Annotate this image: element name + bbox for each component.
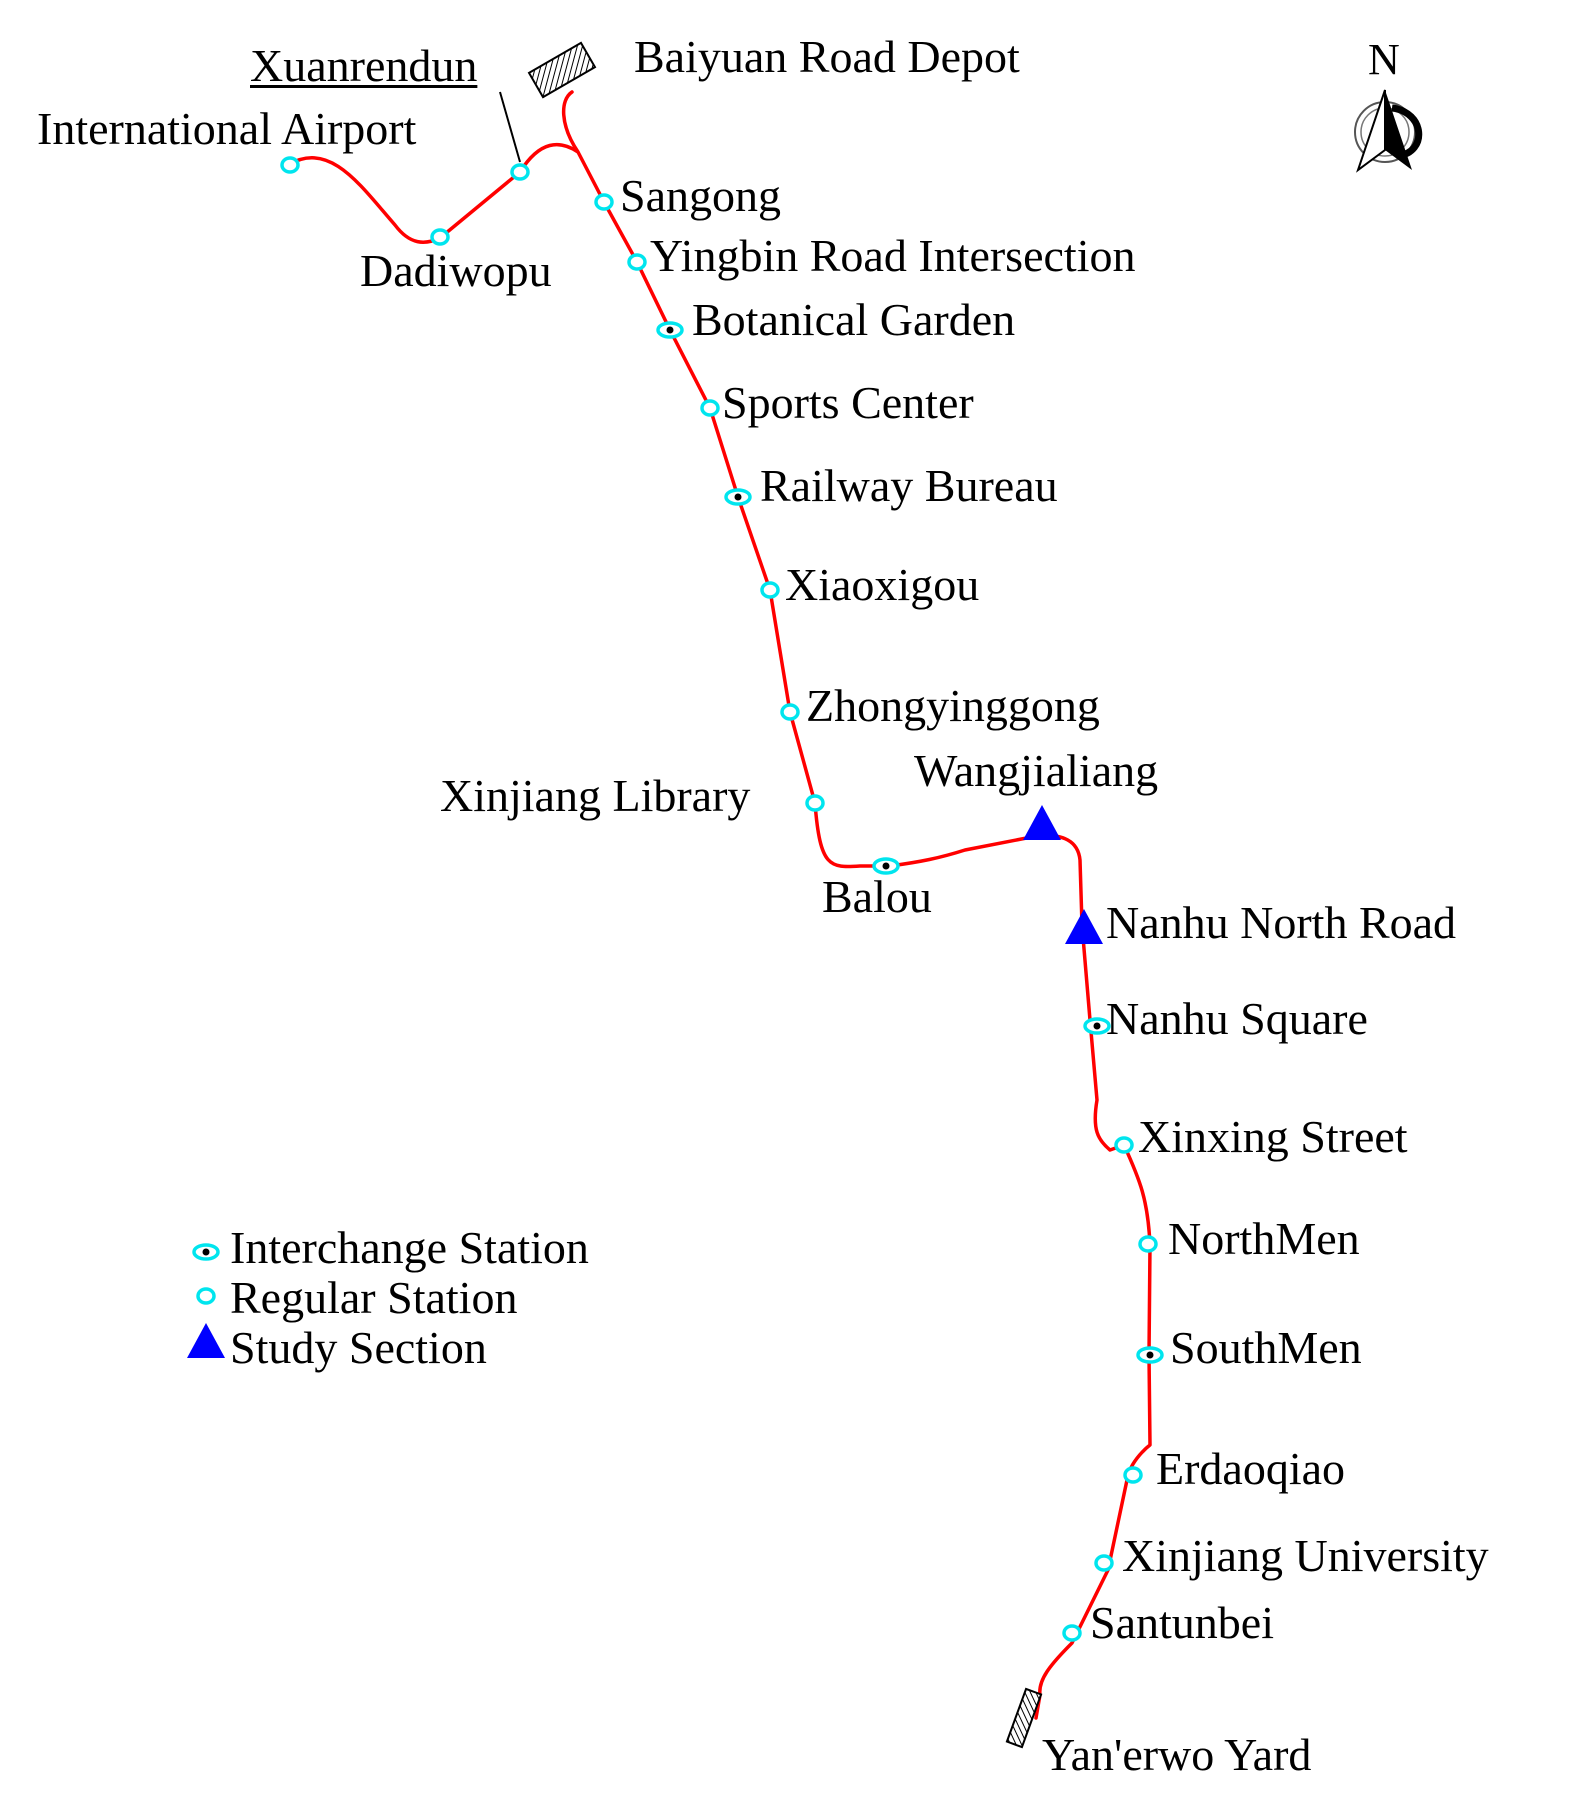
depot-label-yanerwo: Yan'erwo Yard bbox=[1042, 1729, 1312, 1780]
station-marker-xuanrendun bbox=[510, 163, 530, 181]
station-label-wangjialiang: Wangjialiang bbox=[914, 745, 1159, 796]
station-marker-xiaoxigou bbox=[760, 581, 780, 599]
station-label-zhongyinggong: Zhongyinggong bbox=[806, 680, 1100, 731]
legend-label-regular: Regular Station bbox=[230, 1272, 518, 1323]
depot-hatched-icon bbox=[527, 41, 597, 99]
station-marker-international-airport bbox=[280, 156, 300, 174]
xuanrendun-leader-line bbox=[499, 91, 521, 163]
station-marker-botanical-garden-dot bbox=[666, 326, 674, 334]
station-markers bbox=[280, 156, 1164, 1642]
station-label-nanhu-north-road: Nanhu North Road bbox=[1106, 897, 1457, 948]
station-marker-zhongyinggong bbox=[780, 703, 800, 721]
station-label-xiaoxigou: Xiaoxigou bbox=[785, 559, 980, 610]
legend-marker-study bbox=[187, 1323, 225, 1358]
legend-marker-interchange-dot bbox=[202, 1248, 210, 1256]
station-label-sangong: Sangong bbox=[620, 170, 781, 221]
station-marker-nanhu-north-road bbox=[1065, 909, 1103, 944]
station-marker-southmen-dot bbox=[1146, 1351, 1154, 1359]
station-label-yingbin-road-intersection: Yingbin Road Intersection bbox=[650, 230, 1136, 281]
depot-hatched-icon bbox=[1005, 1687, 1043, 1749]
station-label-nanhu-square: Nanhu Square bbox=[1106, 993, 1368, 1044]
station-marker-xinjiang-university bbox=[1094, 1554, 1114, 1572]
station-label-international-airport: International Airport bbox=[37, 103, 417, 154]
station-label-balou: Balou bbox=[822, 871, 932, 922]
station-label-dadiwopu: Dadiwopu bbox=[360, 245, 552, 296]
station-marker-northmen bbox=[1138, 1235, 1158, 1253]
depot-label-baiyuan: Baiyuan Road Depot bbox=[634, 31, 1020, 82]
station-label-sports-center: Sports Center bbox=[722, 377, 974, 428]
station-marker-sports-center bbox=[700, 399, 720, 417]
north-arrow-icon bbox=[1354, 89, 1423, 173]
station-marker-yingbin-road-intersection bbox=[627, 253, 647, 271]
north-needle-light bbox=[1356, 89, 1386, 173]
station-label-northmen: NorthMen bbox=[1168, 1213, 1360, 1264]
station-label-botanical-garden: Botanical Garden bbox=[692, 294, 1016, 345]
station-label-xinxing-street: Xinxing Street bbox=[1138, 1111, 1408, 1162]
station-marker-nanhu-square-dot bbox=[1093, 1022, 1101, 1030]
station-label-xinjiang-university: Xinjiang University bbox=[1122, 1530, 1489, 1581]
depot-markers bbox=[527, 41, 1043, 1749]
station-marker-santunbei bbox=[1062, 1624, 1082, 1642]
legend-markers bbox=[187, 1243, 225, 1358]
station-label-santunbei: Santunbei bbox=[1090, 1597, 1274, 1648]
station-marker-xinjiang-library bbox=[805, 794, 825, 812]
station-marker-balou-dot bbox=[882, 862, 890, 870]
station-marker-sangong bbox=[594, 193, 614, 211]
station-label-southmen: SouthMen bbox=[1170, 1322, 1362, 1373]
station-marker-erdaoqiao bbox=[1123, 1466, 1143, 1484]
station-label-erdaoqiao: Erdaoqiao bbox=[1156, 1443, 1346, 1494]
station-marker-wangjialiang bbox=[1023, 805, 1061, 840]
station-label-xinjiang-library: Xinjiang Library bbox=[440, 770, 751, 821]
station-label-railway-bureau: Railway Bureau bbox=[760, 460, 1058, 511]
station-marker-railway-bureau-dot bbox=[734, 493, 742, 501]
station-label-xuanrendun: Xuanrendun bbox=[250, 40, 478, 91]
compass-label: N bbox=[1368, 35, 1400, 84]
station-marker-dadiwopu bbox=[430, 228, 450, 246]
legend-label-study: Study Section bbox=[230, 1322, 487, 1373]
north-needle-dark bbox=[1385, 90, 1412, 170]
legend-label-interchange: Interchange Station bbox=[230, 1222, 589, 1273]
station-marker-xinxing-street bbox=[1114, 1136, 1134, 1154]
legend-marker-regular bbox=[196, 1287, 216, 1305]
